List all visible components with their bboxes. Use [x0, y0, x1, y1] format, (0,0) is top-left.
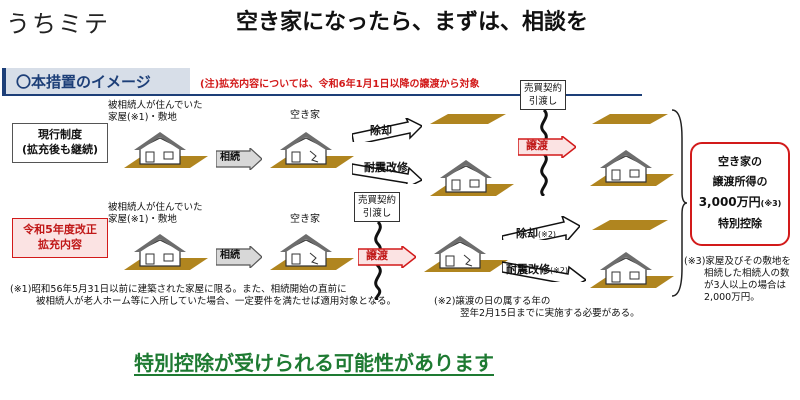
note-3-line1: (※3)家屋及びその敷地を: [684, 256, 791, 267]
result-line2: 譲渡所得の: [712, 175, 768, 188]
scope-note: (注)拡充内容については、令和6年1月1日以降の譲渡から対象: [200, 79, 480, 90]
reform-transferred-house-icon: [424, 236, 508, 272]
result-line1: 空き家の: [718, 155, 762, 168]
reform-demolish-note: (※2): [538, 230, 557, 239]
reform-inherit-label: 相続: [220, 250, 240, 261]
note-2-line2: 翌年2月15日までに実施する必要がある。: [460, 308, 640, 319]
current-retrofit-arrow: [352, 163, 422, 184]
note-2: (※2)譲渡の日の属する年の 翌年2月15日までに実施する必要がある。: [434, 296, 640, 320]
current-demolish-label: 除却: [370, 124, 392, 137]
diagram-panel: 〇本措置のイメージ (注)拡充内容については、令和6年1月1日以降の譲渡から対象…: [2, 68, 800, 320]
reform-sale-line2: 引渡し: [362, 208, 392, 219]
current-house-caption: 被相続人が住んでいた 家屋(※1)・敷地: [108, 100, 203, 124]
current-final-house-icon: [590, 150, 674, 186]
outcome-bracket: [671, 109, 688, 297]
reform-demolish-text: 除却: [516, 227, 538, 240]
reform-vacant-caption: 空き家: [290, 214, 320, 225]
current-inherit-label: 相続: [220, 152, 240, 163]
brand-logo-text: うちミテ: [6, 10, 110, 38]
result-line3: 3,000万円(※3): [692, 192, 788, 214]
reform-house-icon: [124, 234, 208, 270]
note-3-line3: が3人以上の場合は: [704, 280, 787, 291]
current-system-label: 現行制度 (拡充後も継続): [12, 123, 108, 163]
current-inherit-arrow: [216, 148, 262, 170]
current-retrofit-label: 耐震改修: [364, 161, 408, 174]
current-house-caption-line2: 家屋(※1)・敷地: [108, 112, 177, 123]
current-retrofit-house-icon: [430, 160, 514, 196]
current-label-line2: (拡充後も継続): [21, 143, 99, 156]
result-amount-note: (※3): [760, 199, 782, 208]
reform-retrofit-note: (※2): [550, 266, 569, 275]
current-sale-line1: 売買契約: [523, 83, 562, 94]
reform-vacant-house-icon: [270, 234, 354, 270]
current-empty-land-icon: [430, 114, 506, 124]
reform-inherit-arrow: [216, 246, 262, 268]
note-1: (※1)昭和56年5月31日以前に建築された家屋に限る。また、相続開始の直前に …: [10, 284, 396, 308]
current-sale-line2: 引渡し: [528, 96, 558, 107]
current-transfer-arrow: [518, 136, 576, 158]
panel-title: 〇本措置のイメージ: [16, 73, 151, 91]
reform-label-line1: 令和5年度改正: [23, 223, 97, 236]
panel-divider: [2, 94, 642, 96]
note-3-line2: 相続した相続人の数: [704, 268, 790, 279]
reform-house-caption: 被相続人が住んでいた 家屋(※1)・敷地: [108, 202, 203, 226]
current-vacant-house-icon: [270, 132, 354, 168]
result-line4: 特別控除: [718, 217, 762, 230]
reform-sale-box: 売買契約 引渡し: [354, 192, 400, 222]
current-demolish-arrow: [352, 118, 422, 142]
reform-house-caption-line1: 被相続人が住んでいた: [108, 202, 203, 213]
special-deduction-box: 空き家の 譲渡所得の 3,000万円(※3) 特別控除: [690, 142, 790, 246]
footer-message: 特別控除が受けられる可能性があります: [134, 351, 494, 375]
reform-house-caption-line2: 家屋(※1)・敷地: [108, 214, 177, 225]
page-headline: 空き家になったら、まずは、相談を: [236, 10, 589, 35]
current-sale-box: 売買契約 引渡し: [520, 80, 566, 110]
reform-transfer-arrow: [358, 246, 416, 268]
current-transfer-label: 譲渡: [526, 139, 548, 152]
current-vacant-caption: 空き家: [290, 110, 320, 121]
panel-title-bar: 〇本措置のイメージ: [2, 68, 190, 94]
reform-label-line2: 拡充内容: [38, 238, 82, 251]
reform-demolish-label: 除却(※2): [516, 228, 556, 241]
reform-transfer-label: 譲渡: [366, 249, 388, 262]
current-final-land-icon: [592, 114, 668, 124]
note-3-line4: 2,000万円。: [704, 292, 760, 303]
reform-label: 令和5年度改正 拡充内容: [12, 218, 108, 258]
reform-sale-wave: [374, 222, 382, 300]
current-house-caption-line1: 被相続人が住んでいた: [108, 100, 203, 111]
reform-demolish-arrow: [502, 216, 580, 240]
reform-retrofit-text: 耐震改修: [506, 263, 550, 276]
result-amount: 3,000万円: [698, 195, 761, 209]
reform-retrofit-arrow: [502, 261, 586, 282]
note-1-line2: 被相続人が老人ホーム等に入所していた場合、一定要件を満たせば適用対象となる。: [36, 296, 397, 307]
note-2-line1: (※2)譲渡の日の属する年の: [434, 296, 551, 307]
note-3: (※3)家屋及びその敷地を 相続した相続人の数 が3人以上の場合は 2,000万…: [684, 256, 800, 304]
reform-retrofit-label: 耐震改修(※2): [506, 264, 568, 277]
current-house-icon: [124, 132, 208, 168]
note-1-line1: (※1)昭和56年5月31日以前に建築された家屋に限る。また、相続開始の直前に: [10, 284, 347, 295]
current-label-line1: 現行制度: [38, 128, 82, 141]
reform-sale-line1: 売買契約: [357, 195, 396, 206]
reform-final-house-icon: [590, 252, 674, 288]
reform-final-land-icon: [592, 220, 668, 230]
